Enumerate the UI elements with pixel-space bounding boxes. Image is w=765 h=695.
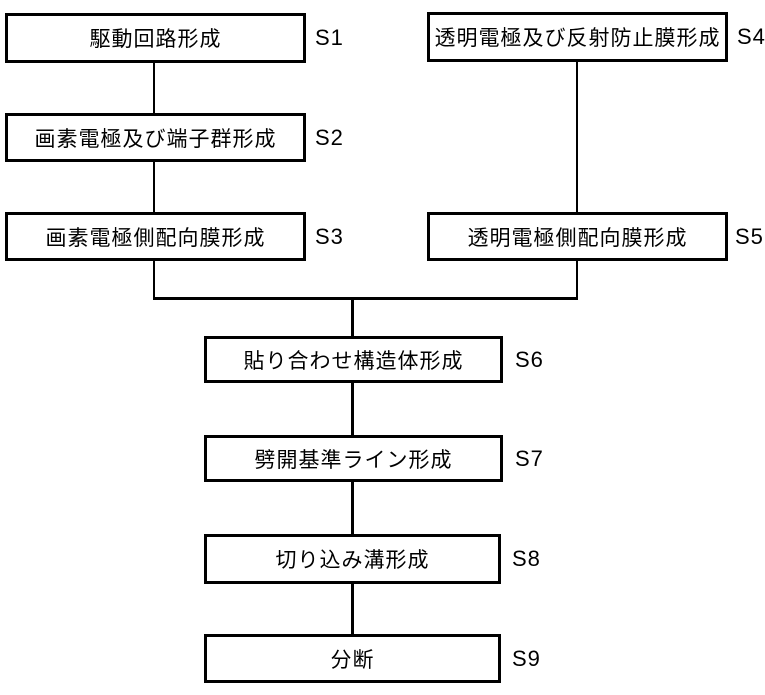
step-box-s5-text: 透明電極側配向膜形成 bbox=[467, 226, 688, 250]
connector-s4-s5 bbox=[576, 61, 578, 214]
step-box-s9: 分断 bbox=[204, 634, 501, 683]
step-id-s7: S7 bbox=[515, 445, 544, 471]
connector-s8-s9 bbox=[351, 582, 354, 636]
step-box-s5: 透明電極側配向膜形成 bbox=[427, 212, 728, 261]
step-box-s2-text: 画素電極及び端子群形成 bbox=[34, 127, 277, 151]
step-box-s6-text: 貼り合わせ構造体形成 bbox=[243, 349, 464, 373]
step-box-s1-text: 駆動回路形成 bbox=[89, 28, 222, 51]
step-box-s8-text: 切り込み溝形成 bbox=[275, 549, 430, 572]
step-box-s3-text: 画素電極側配向膜形成 bbox=[45, 226, 266, 250]
connector-s5-merge bbox=[576, 260, 578, 300]
step-box-s6: 貼り合わせ構造体形成 bbox=[204, 336, 503, 383]
step-id-s3: S3 bbox=[315, 223, 344, 249]
step-id-s6: S6 bbox=[515, 346, 544, 372]
step-box-s7: 劈開基準ライン形成 bbox=[204, 435, 503, 482]
step-box-s4: 透明電極及び反射防止膜形成 bbox=[427, 12, 728, 62]
connector-merge-s6 bbox=[351, 299, 354, 338]
step-box-s7-text: 劈開基準ライン形成 bbox=[254, 448, 453, 472]
step-id-s1: S1 bbox=[315, 25, 344, 50]
step-id-s9: S9 bbox=[512, 645, 541, 671]
connector-s2-s3 bbox=[153, 161, 155, 214]
step-id-s5: S5 bbox=[735, 223, 764, 249]
step-box-s4-text: 透明電極及び反射防止膜形成 bbox=[434, 27, 721, 50]
step-id-s2: S2 bbox=[315, 124, 344, 150]
connector-s1-s2 bbox=[153, 62, 155, 115]
connector-s6-s7 bbox=[351, 381, 354, 437]
connector-merge-horizontal bbox=[153, 297, 578, 300]
connector-s7-s8 bbox=[351, 480, 354, 536]
step-id-s4: S4 bbox=[737, 24, 765, 49]
step-box-s2: 画素電極及び端子群形成 bbox=[5, 113, 306, 162]
step-box-s9-text: 分断 bbox=[330, 648, 375, 672]
step-box-s8: 切り込み溝形成 bbox=[204, 534, 501, 584]
connector-s3-merge bbox=[153, 260, 155, 300]
step-id-s8: S8 bbox=[512, 546, 541, 571]
step-box-s1: 駆動回路形成 bbox=[5, 13, 306, 63]
step-box-s3: 画素電極側配向膜形成 bbox=[5, 212, 306, 261]
